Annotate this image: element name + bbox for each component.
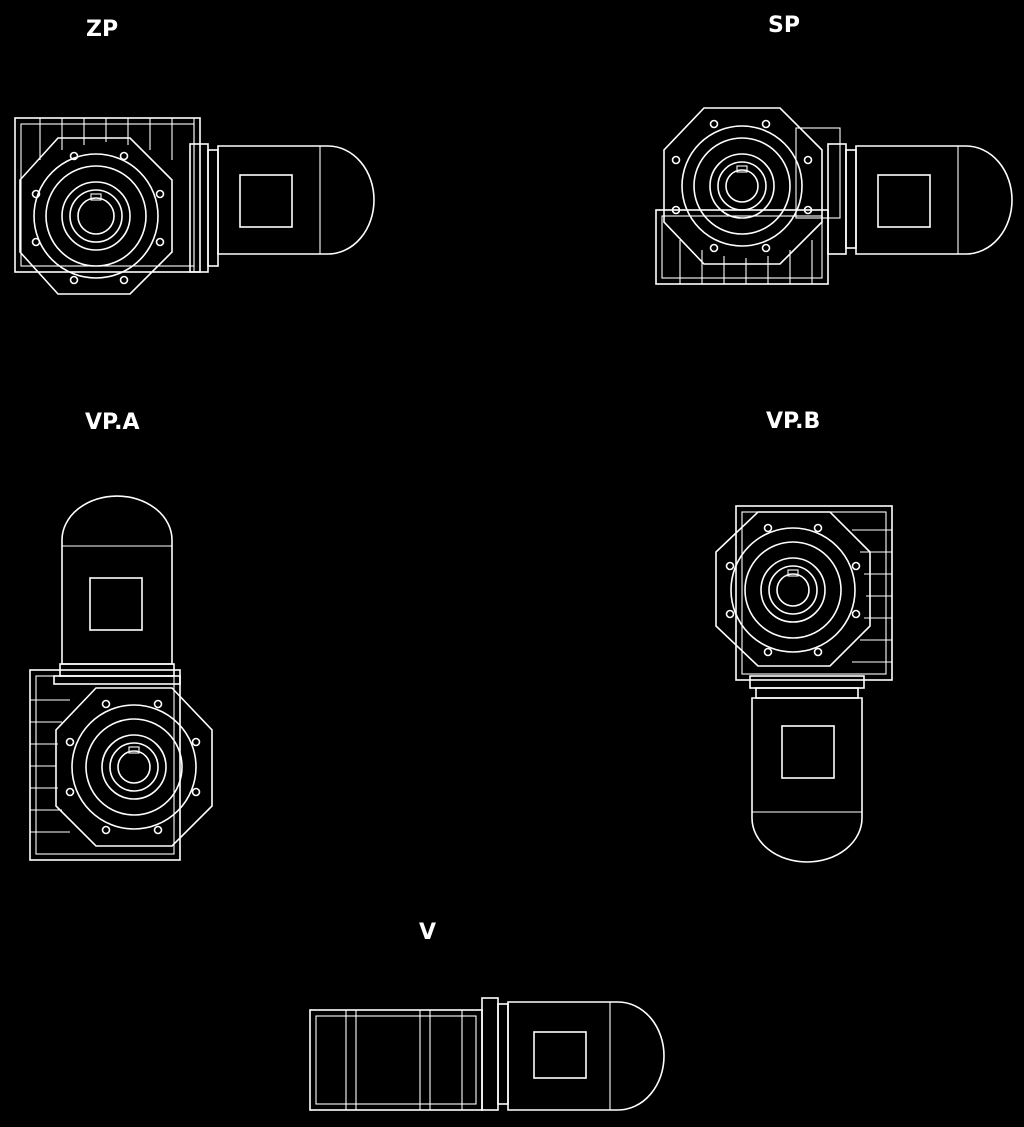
vpb-bolt-holes	[725, 523, 861, 657]
sp-hollow-shaft	[681, 125, 803, 247]
vpa-flange	[55, 687, 213, 847]
v-terminal-box	[533, 1031, 587, 1079]
vpb-hollow-shaft	[730, 527, 856, 653]
v-motor	[507, 1001, 665, 1111]
gearmotor-vpb	[715, 505, 893, 863]
sp-motor	[855, 145, 1013, 255]
sp-terminal-box	[877, 174, 931, 228]
sp-gearbox-housing	[655, 127, 841, 285]
label-vpa: VP.A	[85, 410, 140, 435]
vpb-motor	[751, 697, 863, 863]
zp-terminal-box	[239, 174, 293, 228]
label-sp: SP	[768, 13, 800, 38]
vpa-terminal-box	[89, 577, 143, 631]
zp-hollow-shaft	[33, 153, 159, 279]
vpb-gearbox-housing	[735, 505, 893, 681]
vpa-adapter	[53, 663, 181, 685]
vpa-motor	[61, 495, 173, 665]
vpb-terminal-box	[781, 725, 835, 779]
vpa-bolt-holes	[65, 699, 201, 835]
v-adapter	[481, 997, 509, 1111]
zp-flange	[19, 137, 173, 295]
vpa-gearbox-housing	[29, 669, 181, 861]
vpb-flange	[715, 511, 871, 667]
gearmotor-sp	[655, 107, 1013, 285]
v-gearbox-housing	[309, 1009, 483, 1111]
sp-bolt-holes	[671, 119, 813, 253]
label-v: V	[419, 920, 437, 945]
label-vpb: VP.B	[766, 409, 821, 434]
gearmotor-vpa	[29, 495, 213, 861]
gearmotor-zp	[14, 117, 375, 295]
gearmotor-v	[309, 997, 665, 1111]
vpa-hollow-shaft	[71, 704, 197, 830]
sp-adapter	[827, 143, 857, 255]
sp-flange	[663, 107, 823, 265]
label-zp: ZP	[86, 17, 119, 42]
zp-motor	[217, 145, 375, 255]
